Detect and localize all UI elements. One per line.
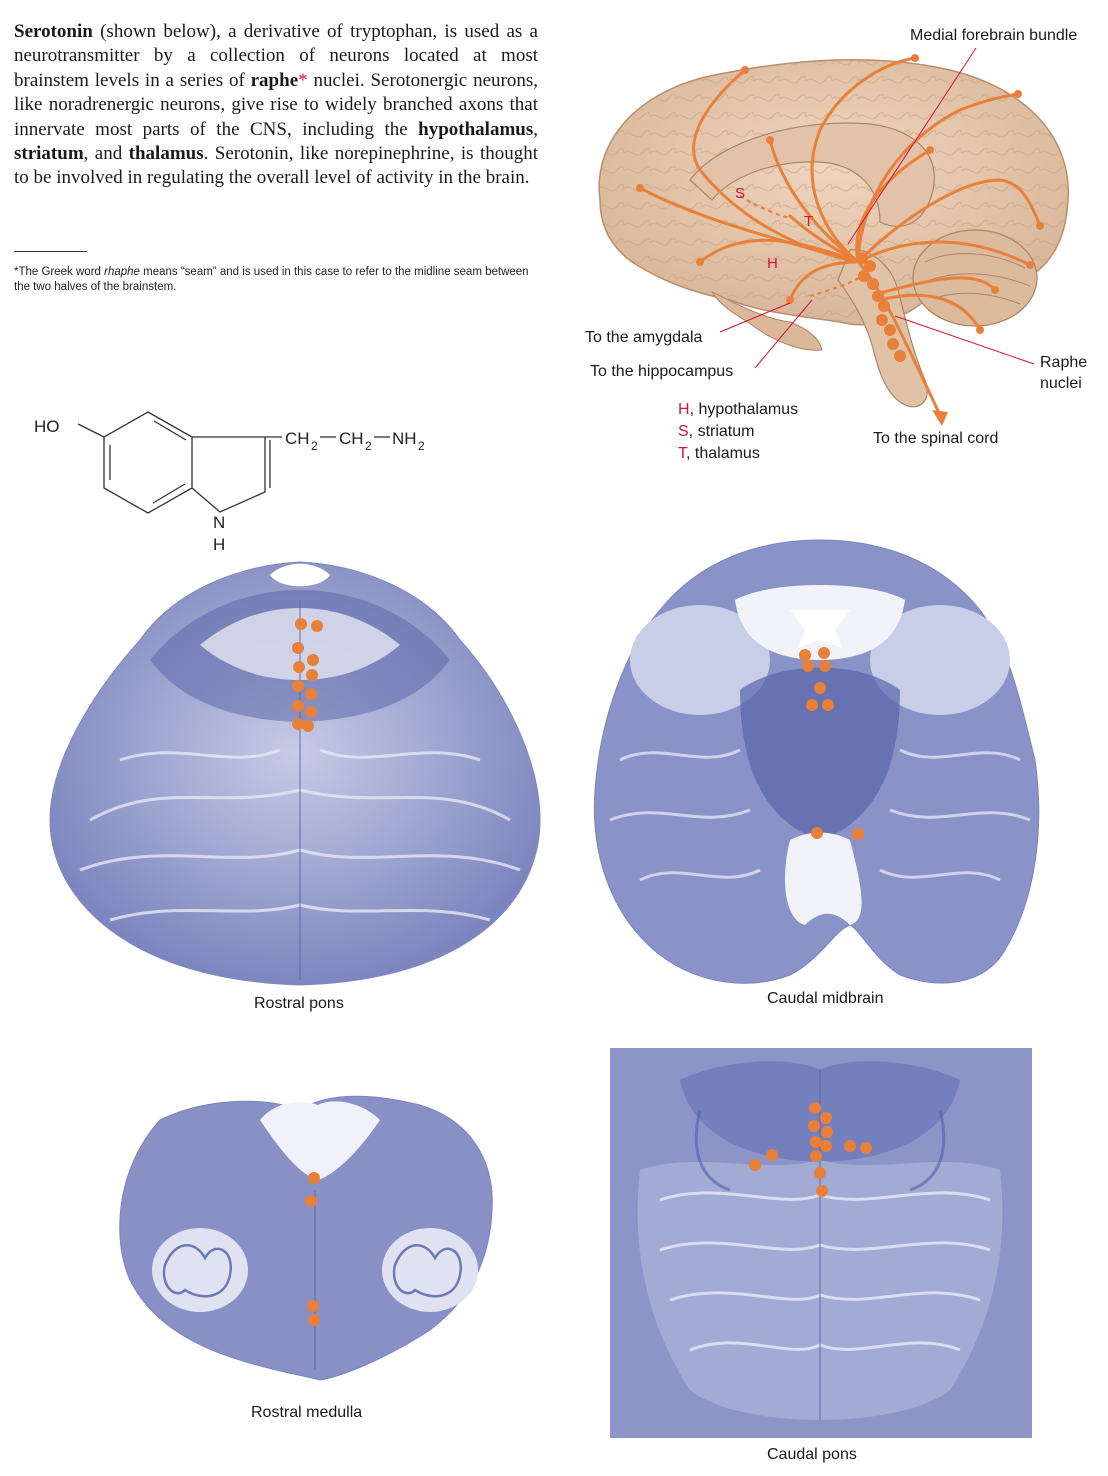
intro-text: (shown below), a derivative of tryptopha… [14,21,538,91]
term-raphe: raphe [250,69,299,91]
caudal-midbrain-raphe-dots [799,647,864,840]
region-letter-h: H [767,255,778,272]
label-h: H [213,535,225,554]
caption-caudal-midbrain: Caudal midbrain [767,990,884,1007]
key-letter: H [678,401,690,418]
label-nuclei: nuclei [1040,375,1082,392]
footnote: *The Greek word rhaphe means “seam” and … [14,265,544,295]
intro-text: . Serotonin, like norepinephrine, is tho… [14,143,539,189]
section-caudal-midbrain [593,539,1040,984]
caption-caudal-pons: Caudal pons [767,1446,857,1463]
term-striatum: striatum [14,143,84,165]
label-to-hippocampus: To the hippocampus [590,363,734,380]
footnote-text: means “seam” and is used in this case to… [14,266,529,293]
key-letter: T [678,445,686,462]
key-text: , thalamus [686,445,760,462]
label-ch2: CH [285,429,310,448]
serotonin-structure: HO CH 2 CH 2 NH 2 N H [34,411,425,554]
label-nh2: NH [392,429,417,448]
caption-rostral-medulla: Rostral medulla [251,1404,363,1421]
intro-text: nuclei. Seroto­nergic neurons, like nora… [14,69,538,140]
term-serotonin: Serotonin [14,21,93,42]
abbreviation-key: H, hypothalamus S, striatum T, thalamus [678,399,798,465]
label-n: N [213,513,225,532]
term-thalamus: thalamus [128,143,204,165]
intro-text: , and [83,143,129,165]
section-caudal-pons [610,1048,1032,1438]
raphe-nuclei-dots [856,252,906,362]
label-to-spinal-cord: To the spinal cord [873,430,999,447]
rostral-medulla-raphe-dots [305,1172,320,1326]
rostral-pons-raphe-dots [292,618,323,732]
label-to-amygdala: To the amygdala [585,329,703,346]
intro-text: , [533,118,538,140]
key-row-striatum: S, striatum [678,421,798,443]
region-letter-s: S [735,185,745,202]
corpus-callosum [689,122,935,227]
footnote-term: rhaphe [104,266,140,278]
label-subscript: 2 [311,439,318,453]
footnote-text: *The Greek word [14,266,105,278]
key-text: , striatum [688,423,755,440]
label-ch2: CH [339,429,364,448]
label-raphe: Raphe [1040,354,1088,371]
caudal-pons-raphe-dots [749,1102,872,1197]
caption-rostral-pons: Rostral pons [254,995,344,1012]
label-subscript: 2 [418,439,425,453]
section-rostral-medulla [119,1095,493,1381]
key-row-thalamus: T, thalamus [678,443,798,465]
footnote-divider [14,251,87,252]
brainstem [837,249,928,408]
key-text: , hypothalamus [689,401,799,418]
region-letter-t: T [804,213,813,230]
footnote-marker[interactable]: * [298,69,308,91]
brain-sagittal-figure: S T H [598,47,1069,426]
key-row-hypothalamus: H, hypothalamus [678,399,798,421]
key-letter: S [678,423,689,440]
label-medial-forebrain-bundle: Medial forebrain bundle [910,27,1078,44]
term-hypothalamus: hypothalamus [418,118,534,140]
intro-paragraph: Serotonin (shown below), a derivative of… [14,20,538,191]
section-rostral-pons [49,561,541,986]
label-ho: HO [34,417,60,436]
label-subscript: 2 [365,439,372,453]
